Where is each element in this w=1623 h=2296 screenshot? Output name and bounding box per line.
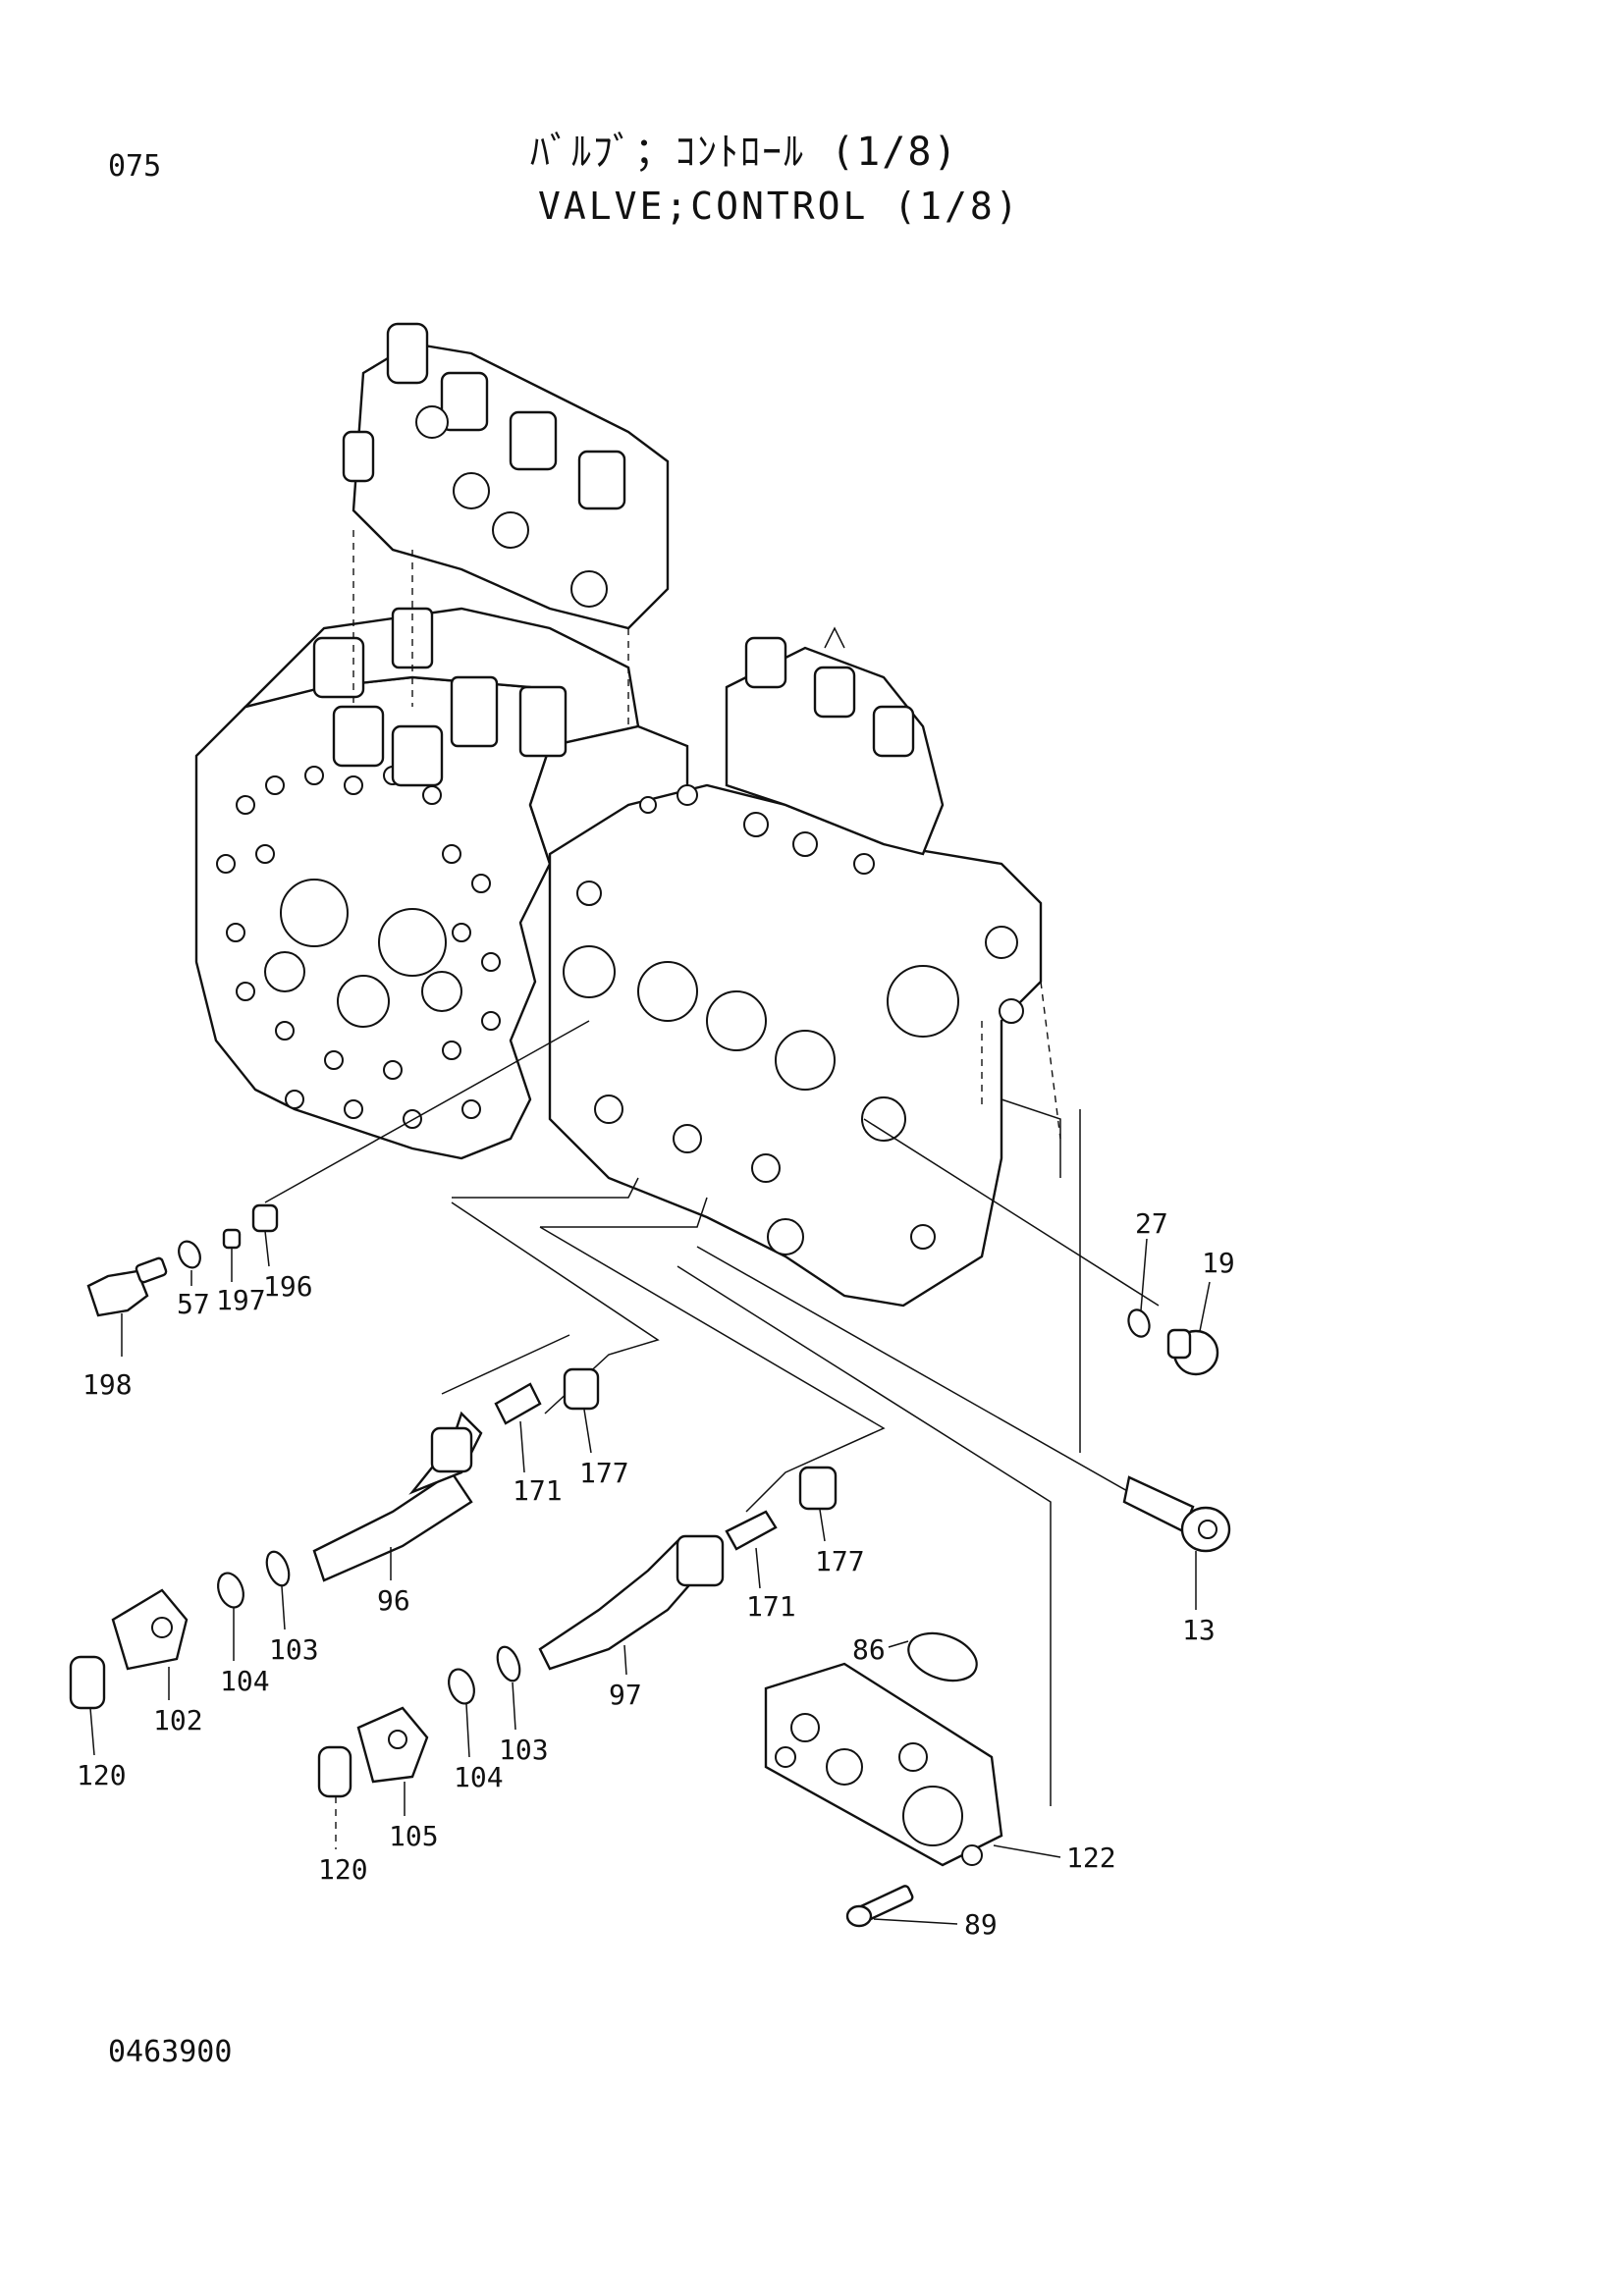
callout-171-2: 171: [746, 1590, 796, 1623]
part-102-cover: [111, 1588, 189, 1671]
callout-104-2: 104: [454, 1761, 504, 1793]
part-86-o-ring: [907, 1631, 978, 1682]
page-number: 075: [108, 149, 162, 184]
part-196-seat: [251, 1203, 279, 1233]
title-japanese: ﾊﾞﾙﾌﾞ；ｺﾝﾄﾛｰﾙ (1/8): [530, 130, 959, 175]
callout-96: 96: [377, 1584, 410, 1617]
callout-198: 198: [82, 1368, 133, 1401]
valve-body-upper: [342, 322, 670, 726]
callout-19: 19: [1202, 1247, 1235, 1279]
callout-13: 13: [1182, 1614, 1216, 1646]
callout-122: 122: [1066, 1842, 1116, 1874]
callout-89: 89: [964, 1908, 998, 1941]
part-89-bolt: [845, 1885, 914, 1928]
assembly-lines: [264, 1020, 1160, 1806]
flange-holes: [216, 766, 501, 1129]
callout-103-2: 103: [499, 1734, 549, 1766]
part-104-ring-2: [448, 1668, 475, 1705]
callout-177: 177: [579, 1457, 629, 1489]
part-177-cap-2: [798, 1466, 838, 1511]
callout-104: 104: [220, 1665, 270, 1697]
callout-102: 102: [153, 1704, 203, 1736]
part-171-spring-2: [725, 1510, 778, 1551]
part-120-gasket-2: [317, 1745, 352, 1798]
callout-86: 86: [852, 1633, 886, 1666]
part-122-cover-plate: [764, 1662, 1003, 1867]
part-96-spool: [312, 1411, 483, 1582]
callout-171: 171: [513, 1474, 563, 1507]
callout-120-2: 120: [318, 1853, 368, 1886]
part-104-ring: [217, 1572, 244, 1609]
callout-labels: 27 19 198 57 197 196 177 171 96 177 171 …: [77, 1207, 1235, 1941]
valve-body-right: [548, 626, 1061, 1308]
callout-27: 27: [1135, 1207, 1168, 1240]
part-197-ring: [222, 1228, 242, 1250]
part-13-bolt: [1122, 1475, 1231, 1553]
part-27-o-ring: [1127, 1308, 1151, 1338]
drawing-code: 0463900: [108, 2035, 233, 2069]
part-171-spring: [494, 1382, 542, 1425]
part-19-plug: [1166, 1328, 1219, 1376]
part-103-o-ring: [265, 1550, 291, 1587]
callout-97: 97: [609, 1679, 642, 1711]
callout-197: 197: [216, 1284, 266, 1316]
title-english: VALVE;CONTROL (1/8): [538, 185, 1021, 228]
callout-103: 103: [269, 1633, 319, 1666]
part-57-o-ring: [178, 1240, 201, 1269]
callout-105: 105: [389, 1820, 439, 1852]
part-103-o-ring-2: [496, 1645, 521, 1682]
callout-196: 196: [263, 1270, 313, 1303]
callout-57: 57: [177, 1288, 210, 1320]
part-105-cover: [356, 1706, 429, 1784]
valve-body-main: [194, 607, 689, 1160]
top-caps: [312, 607, 568, 787]
callout-120: 120: [77, 1759, 127, 1791]
part-120-gasket: [69, 1655, 106, 1710]
part-97-spool: [538, 1534, 725, 1671]
part-177-cap: [563, 1367, 600, 1411]
callout-leaders: [89, 1230, 1211, 1925]
callout-177-2: 177: [815, 1545, 865, 1577]
part-198-plug: [86, 1256, 168, 1317]
